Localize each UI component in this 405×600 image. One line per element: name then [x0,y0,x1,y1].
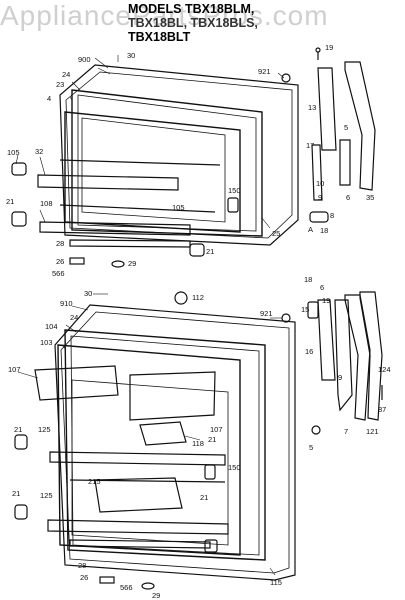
callout-6-top: 6 [346,193,350,202]
butter-dish-118 [139,421,187,446]
callout-29-bottom: 29 [152,591,160,600]
callout-104: 104 [45,322,58,331]
callout-19-bottom: 19 [322,296,330,305]
callout-5-bottom: 5 [309,443,313,452]
callout-105-left: 105 [7,148,20,157]
callout-30-top: 30 [127,51,135,60]
callout-16: 16 [305,347,313,356]
freezer-bottom-trim [69,239,191,248]
fresh-food-door-assembly [14,291,383,590]
callout-108: 108 [40,199,53,208]
callout-566-top: 566 [52,269,65,278]
callout-24-top: 24 [62,70,70,79]
models-line-2: TBX18BL, TBX18BLS, [128,16,258,30]
fresh-food-handle-121 [359,291,383,421]
callout-910: 910 [60,299,73,308]
callout-29-top: 29 [128,259,136,268]
callout-921-top: 921 [258,67,271,76]
callout-35: 35 [366,193,374,202]
callout-A: A [308,225,313,234]
callout-21-top-b: 21 [206,247,214,256]
callout-13: 13 [308,103,316,112]
freezer-gasket [71,89,263,237]
callout-28-top: 28 [56,239,64,248]
callout-25: 25 [272,229,280,238]
fresh-food-shelf-bar-upper [49,451,226,466]
models-title: MODELS TBX18BLM, TBX18BL, TBX18BLS, TBX1… [128,2,258,44]
callout-9-bottom: 9 [338,373,342,382]
callout-900: 900 [78,55,91,64]
callout-6-bottom: 6 [320,283,324,292]
callout-112: 112 [192,293,204,302]
freezer-handle-35 [344,61,376,191]
callout-17: 17 [306,141,314,150]
freezer-clip-105 [11,162,27,176]
callout-118: 118 [192,439,204,448]
callout-26-bottom: 26 [80,573,88,582]
callout-28-bottom: 28 [78,561,86,570]
freezer-door-assembly [11,47,376,268]
callout-7: 7 [344,427,348,436]
callout-21-bottom-a: 21 [14,425,22,434]
callout-150-bottom: 150 [228,463,241,472]
bin-215 [94,477,183,513]
fresh-food-door-liner [57,344,241,556]
callout-87: 87 [378,405,386,414]
callout-30-bottom: 30 [84,289,92,298]
fresh-food-shelf-bar-lower [47,519,229,535]
callout-566-bottom: 566 [120,583,133,592]
callout-18-bottom: 18 [304,275,312,284]
callout-125-upper: 125 [38,425,51,434]
freezer-hinge-bar [317,67,337,151]
callout-9-top: 9 [318,193,322,202]
freezer-shelf-bar-upper [37,174,179,191]
screw-cap-112 [174,291,188,305]
callout-103: 103 [40,338,53,347]
fresh-food-gasket [64,329,266,561]
callout-26-top: 26 [56,257,64,266]
callout-215: 215 [88,477,101,486]
dairy-compartment-left [34,365,119,401]
dairy-compartment-right [129,371,216,421]
callout-21-top-a: 21 [6,197,14,206]
callout-24-bottom: 24 [70,313,78,322]
callout-8: 8 [330,211,334,220]
callout-32: 32 [35,147,43,156]
callout-107-left: 107 [8,365,21,374]
freezer-door-liner [64,111,241,233]
callout-labels: 30 900 921 19 23 24 4 13 5 105 32 17 150… [6,43,391,600]
callout-21-bottom-d: 21 [12,489,20,498]
freezer-door-outer-panel [59,64,299,246]
models-line-1: MODELS TBX18BLM, [128,2,255,16]
callout-115: 115 [270,578,282,587]
callout-21-bottom-c: 21 [200,493,208,502]
watermark: AppliancePartsPros.com [0,0,329,31]
callout-18-top: 18 [320,226,328,235]
freezer-clip-21 [11,211,27,227]
callout-124: 124 [378,365,391,374]
fresh-food-door-outer-panel [54,304,296,581]
callout-150-top: 150 [228,186,241,195]
callout-125-lower: 125 [40,491,53,500]
callout-10: 10 [316,179,324,188]
freezer-screw-29 [111,260,125,268]
callout-15: 15 [301,305,309,314]
callout-23: 23 [56,80,64,89]
callout-19-top: 19 [325,43,333,52]
callout-21-bottom-b: 21 [208,435,216,444]
callout-121: 121 [366,427,379,436]
callout-4: 4 [47,94,51,103]
callout-921-bottom: 921 [260,309,273,318]
callout-105-mid: 105 [172,203,185,212]
models-line-3: TBX18BLT [128,30,191,44]
callout-5-top: 5 [344,123,348,132]
callout-107-right: 107 [210,425,223,434]
freezer-shelf-bar-lower [39,221,191,236]
fresh-food-handle-7 [344,294,371,421]
